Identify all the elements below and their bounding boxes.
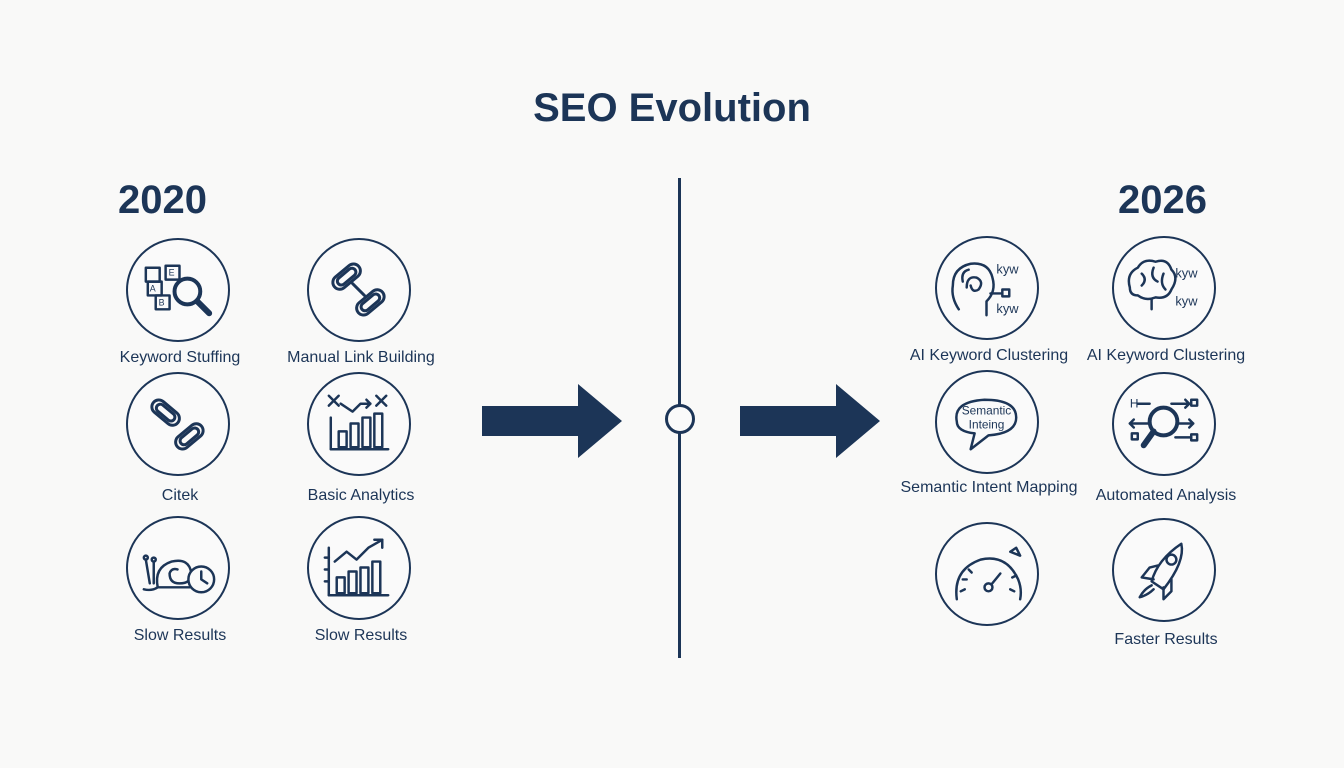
blocks-magnifier-icon: A B E [144, 264, 213, 317]
label: AI Keyword Clustering [1086, 347, 1246, 364]
block-letter-b: B [159, 297, 165, 307]
year-2026: 2026 [1118, 178, 1207, 222]
icon-text: kyw [1175, 266, 1198, 281]
icon-text: Semantic [962, 404, 1012, 418]
icon-text: kyw [996, 301, 1019, 316]
snail-clock-icon [142, 554, 216, 594]
chain-link-icon [150, 398, 205, 451]
chain-link-icon [331, 262, 386, 317]
label: Citek [161, 487, 199, 504]
arrow-right-icon [482, 384, 622, 458]
circle [935, 522, 1039, 626]
circle [307, 372, 411, 476]
timeline-node [665, 404, 695, 434]
circle [126, 372, 230, 476]
brain-keyword-icon: kyw kyw [1127, 259, 1198, 311]
circle: kyw kyw [1112, 236, 1216, 340]
circle [307, 238, 411, 342]
circle: A B E [126, 238, 230, 342]
label: Faster Results [1114, 631, 1218, 648]
icon-text: kyw [1175, 293, 1198, 308]
label: Slow Results [133, 627, 227, 644]
rocket-icon [1138, 542, 1184, 601]
label: Basic Analytics [307, 487, 415, 504]
label: Automated Analysis [1095, 487, 1237, 504]
circle [307, 516, 411, 620]
label: Manual Link Building [287, 349, 435, 366]
circle: kyw kyw [935, 236, 1039, 340]
label: Keyword Stuffing [119, 349, 241, 366]
block-letter-e: E [169, 268, 175, 278]
year-2020: 2020 [118, 178, 207, 222]
label: Slow Results [314, 627, 408, 644]
growth-chart-icon [323, 538, 390, 597]
speedometer-icon [955, 546, 1023, 601]
icon-text: Inteing [969, 417, 1005, 431]
magnifier-network-icon: H [1128, 397, 1199, 449]
icon-text: kyw [996, 262, 1019, 277]
block-letter-a: A [150, 283, 156, 293]
label: AI Keyword Clustering [909, 347, 1069, 364]
arrow-right-icon [740, 384, 880, 458]
circle: Semantic Inteing [935, 370, 1039, 474]
label: Semantic Intent Mapping [900, 479, 1078, 496]
circle [126, 516, 230, 620]
page-title: SEO Evolution [533, 86, 811, 130]
circle [1112, 518, 1216, 622]
icon-text: H [1130, 397, 1139, 411]
circle: H [1112, 372, 1216, 476]
brain-keyword-icon: kyw kyw [951, 262, 1019, 317]
bar-chart-x-icon [327, 394, 390, 451]
speech-bubble-icon: Semantic Inteing [955, 398, 1018, 451]
